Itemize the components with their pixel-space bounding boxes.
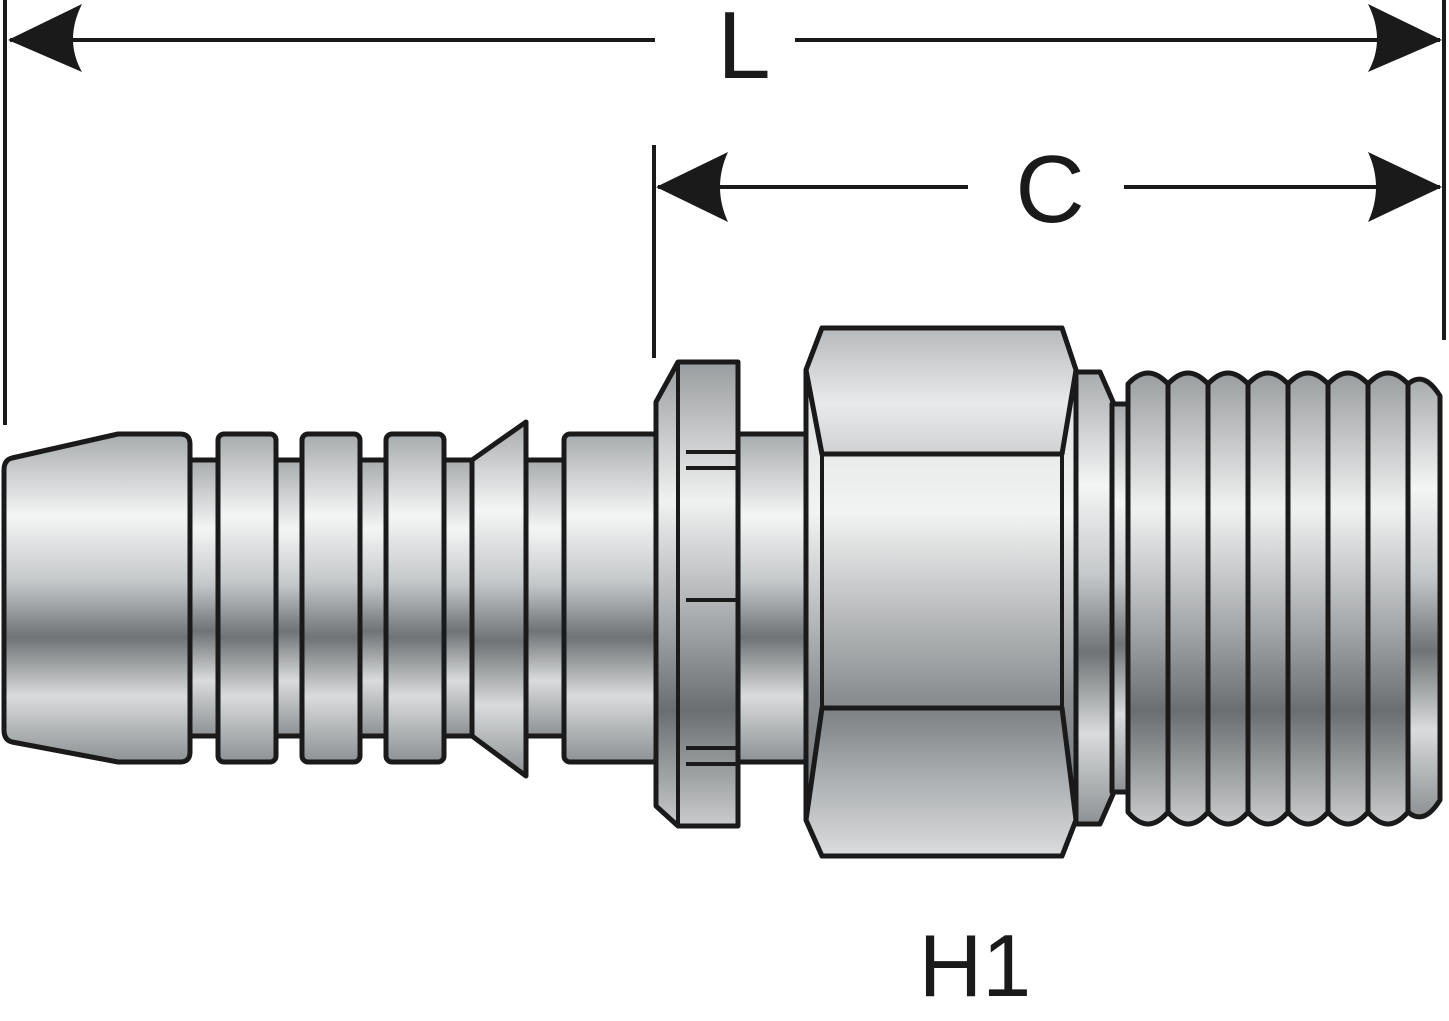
collar — [653, 359, 741, 829]
thread-crests — [1125, 370, 1411, 827]
barb-step — [441, 457, 475, 739]
hex-nut — [803, 325, 1079, 859]
dimension-label-l: L — [717, 0, 770, 99]
cone-barb — [469, 419, 529, 779]
fitting — [1, 325, 1443, 859]
thread-end-cap — [1405, 376, 1443, 820]
ferrule-seat — [561, 431, 661, 765]
arrowhead-c-left — [656, 152, 728, 222]
hex-callout-h1: H1 — [919, 916, 1032, 1015]
arrowhead-l-right — [1368, 4, 1442, 72]
threaded-end — [1109, 370, 1443, 827]
barb-3 — [383, 431, 447, 765]
hex-face-top — [803, 325, 1079, 457]
dimension-l: L — [3, 0, 1446, 425]
dimension-label-c: C — [1015, 136, 1084, 243]
thread-relief — [1073, 369, 1117, 827]
hose-insert-nose — [1, 431, 193, 765]
barb-1 — [215, 431, 279, 765]
dimension-c: C — [652, 136, 1442, 358]
hex-face-bottom — [803, 705, 1079, 859]
arrowhead-l-left — [8, 4, 82, 72]
arrowhead-c-right — [1368, 152, 1442, 222]
neck — [523, 457, 569, 739]
barb-2 — [299, 431, 363, 765]
